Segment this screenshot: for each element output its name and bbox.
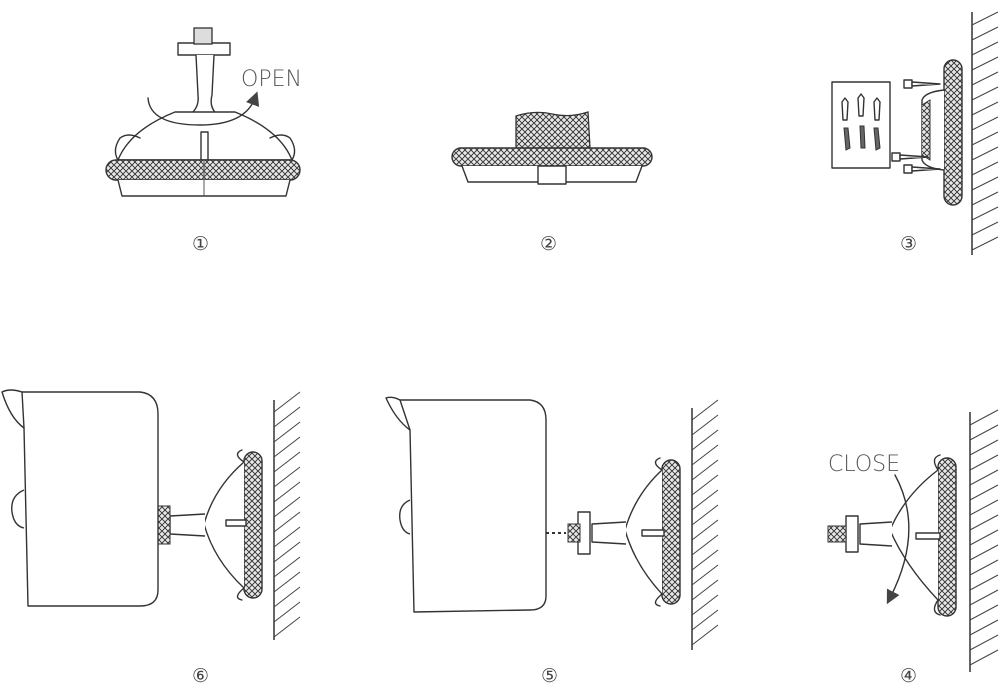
wall-hatching <box>691 399 719 646</box>
knurled-ring <box>451 147 653 167</box>
knurled-ring <box>943 59 963 206</box>
step-6-diagram <box>1 389 301 640</box>
thread-shape <box>827 525 847 543</box>
step-4-diagram <box>827 409 999 672</box>
screw-icon <box>891 152 929 162</box>
close-rotation-arrow <box>886 474 910 605</box>
thread-shape <box>515 111 591 149</box>
thread-shape <box>567 523 581 543</box>
camera-sensor <box>11 489 25 529</box>
close-annotation: CLOSE <box>828 452 900 477</box>
screw-icon <box>903 164 941 174</box>
wall-hatching <box>969 409 999 666</box>
step-5-diagram <box>385 396 719 650</box>
knurled-ring <box>105 159 301 181</box>
open-annotation: OPEN <box>241 67 302 92</box>
thread-shape <box>193 27 213 45</box>
step-5-label: ⑤ <box>541 665 558 687</box>
step-2-diagram <box>451 111 653 185</box>
step-4-label: ④ <box>900 665 917 687</box>
camera-sensor <box>399 499 411 535</box>
nut-shape <box>177 42 231 56</box>
step-3-diagram <box>831 11 999 255</box>
camera-body <box>385 396 547 613</box>
nut-shape <box>157 505 171 545</box>
screw-icon <box>903 79 941 89</box>
wall-hatching <box>273 391 301 638</box>
step-1-diagram <box>105 27 301 197</box>
step-6-label: ⑥ <box>192 665 209 687</box>
step-2-label: ② <box>540 233 557 255</box>
camera-body <box>1 389 159 607</box>
open-rotation-arrow <box>147 91 260 126</box>
screw-pack <box>831 81 891 169</box>
step-3-label: ③ <box>900 233 917 255</box>
stem-shape <box>184 54 223 119</box>
anchor-icon <box>841 93 881 151</box>
step-1-label: ① <box>192 233 209 255</box>
wall-hatching <box>971 11 999 251</box>
nut-shape <box>845 515 859 553</box>
